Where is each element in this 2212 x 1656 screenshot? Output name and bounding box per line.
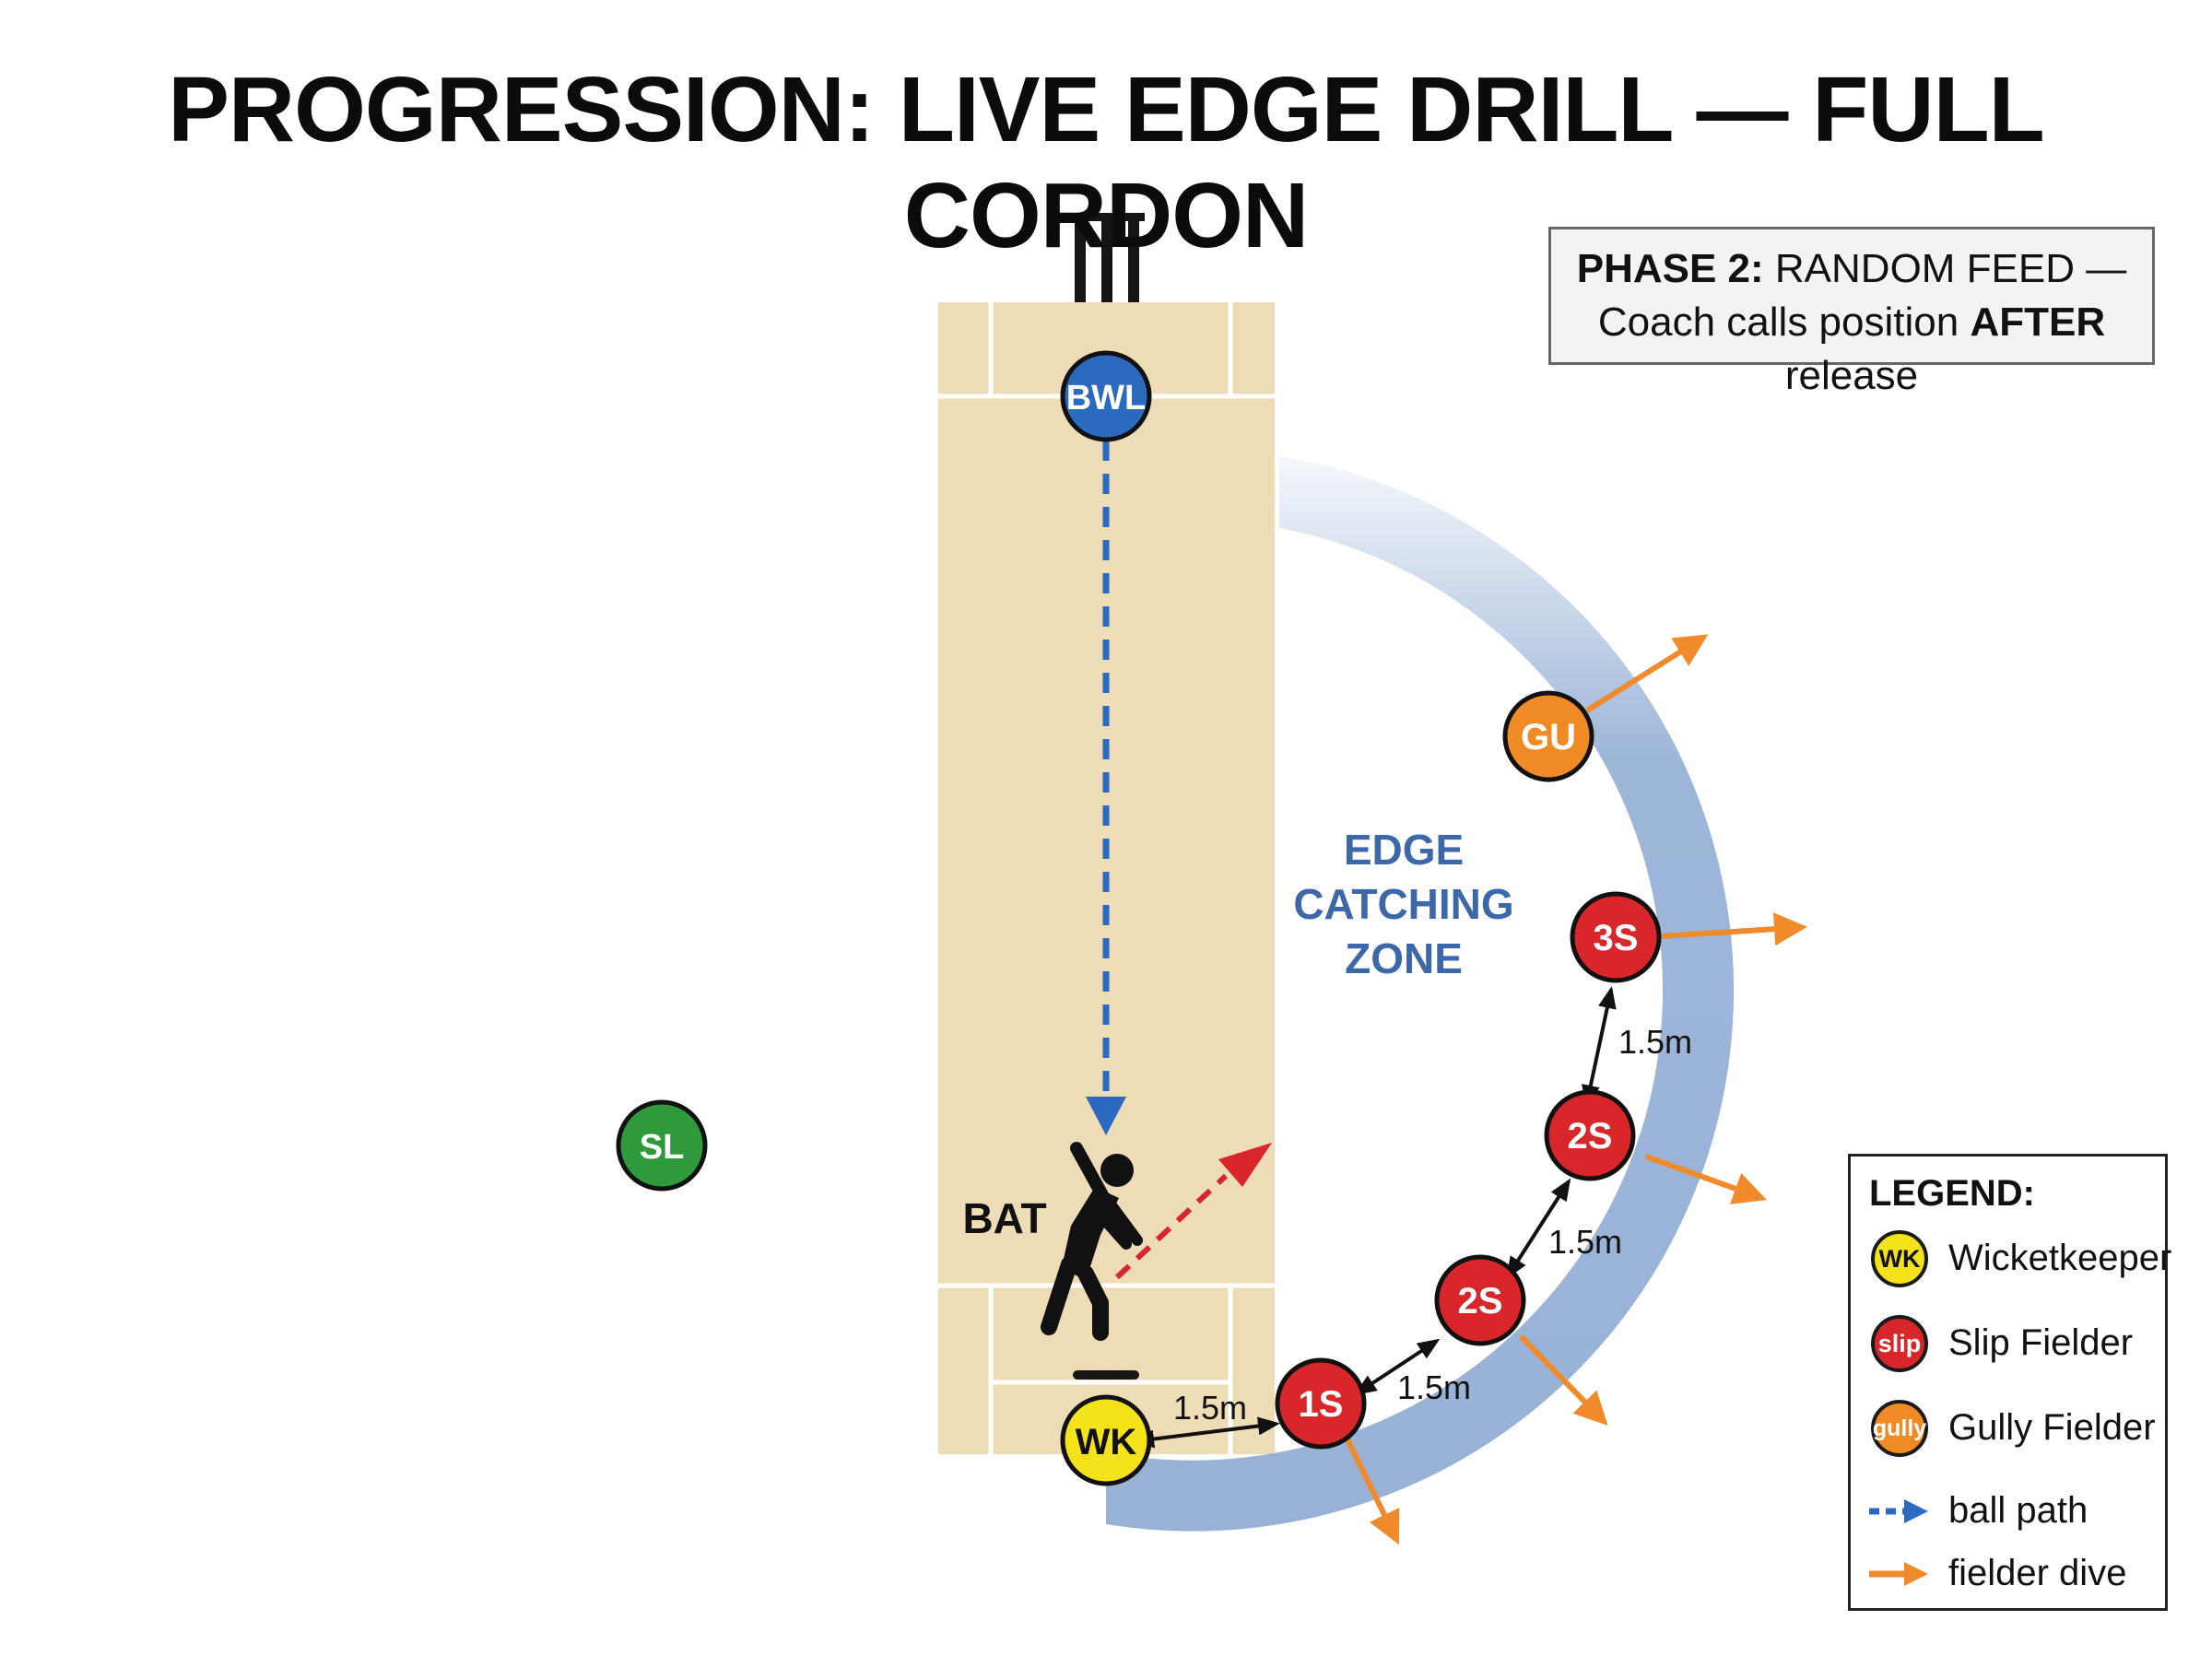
player-square-leg-label: SL xyxy=(640,1128,685,1167)
stumps-bowler-end xyxy=(1069,213,1145,302)
batter-label: BAT xyxy=(962,1194,1046,1242)
legend-gully-chip: gully xyxy=(1871,1400,1928,1457)
spacing-label-2s-2s: 1.5m xyxy=(1548,1223,1622,1261)
legend-gully-label: Gully Fielder xyxy=(1948,1407,2156,1448)
spacing-label-2s-3s: 1.5m xyxy=(1618,1023,1692,1061)
player-square-leg: SL xyxy=(616,1099,708,1192)
legend-wicketkeeper-chip: WK xyxy=(1871,1230,1928,1287)
player-third-slip: 3S xyxy=(1570,891,1662,983)
player-first-slip: 1S xyxy=(1275,1357,1367,1450)
fielder-dive-legend-icon xyxy=(1869,1562,1928,1586)
player-third-slip-label: 3S xyxy=(1594,918,1639,958)
edge-deflection-arrow xyxy=(1114,1173,1229,1280)
player-bowler: BWL xyxy=(1060,350,1152,442)
batter-figure xyxy=(1041,1142,1143,1341)
player-first-slip-label: 1S xyxy=(1299,1384,1344,1425)
phase-instruction-bold: AFTER xyxy=(1970,299,2106,345)
spacing-label-wk-1s: 1.5m xyxy=(1173,1389,1247,1427)
page-title: PROGRESSION: LIVE EDGE DRILL — FULL CORD… xyxy=(168,58,2045,267)
zone-label-line-2: CATCHING xyxy=(1293,880,1513,928)
player-wicketkeeper: WK xyxy=(1060,1394,1152,1486)
player-second-slip-low: 2S xyxy=(1434,1254,1526,1346)
third-slip-dive-arrow xyxy=(1661,912,1807,946)
spacing-arrow-1s-2s xyxy=(1354,1338,1441,1395)
player-gully-label: GU xyxy=(1521,717,1576,758)
player-second-slip-high-label: 2S xyxy=(1568,1116,1613,1157)
legend: LEGEND: WK Wicketkeeper slip Slip Fielde… xyxy=(1848,1154,2171,1611)
spacing-labels: 1.5m 1.5m 1.5m 1.5m xyxy=(1173,1023,1692,1427)
batter-end-creases xyxy=(938,1283,1275,1454)
legend-slip-label: Slip Fielder xyxy=(1948,1322,2134,1363)
legend-item-gully: gully Gully Fielder xyxy=(1867,1396,2162,1461)
legend-ball-path-label: ball path xyxy=(1948,1490,2088,1531)
legend-item-ball-path: ball path xyxy=(1867,1479,2162,1544)
ball-path-legend-icon xyxy=(1869,1499,1928,1523)
player-second-slip-low-label: 2S xyxy=(1458,1281,1503,1321)
legend-wicketkeeper-label: Wicketkeeper xyxy=(1948,1238,2172,1278)
player-second-slip-high: 2S xyxy=(1544,1089,1636,1181)
legend-fielder-dive-label: fielder dive xyxy=(1948,1553,2127,1593)
second-slip-high-dive-arrow xyxy=(1644,1154,1767,1204)
edge-deflection-arrowhead xyxy=(1218,1143,1272,1187)
spacing-arrow-wk-1s xyxy=(1132,1416,1280,1449)
phase-box-line-1: PHASE 2: RANDOM FEED — xyxy=(1551,242,2152,296)
phase-box: PHASE 2: RANDOM FEED — Coach calls posit… xyxy=(1548,227,2155,398)
player-wicketkeeper-label: WK xyxy=(1076,1422,1137,1462)
spacing-arrow-2s-2s xyxy=(1506,1178,1571,1279)
player-bowler-label: BWL xyxy=(1066,379,1147,417)
spacing-arrows xyxy=(1132,986,1617,1449)
zone-label: EDGE CATCHING ZONE xyxy=(1293,826,1513,982)
legend-item-fielder-dive: fielder dive xyxy=(1867,1542,2162,1606)
ball-path-arrowhead xyxy=(1086,1097,1126,1135)
legend-item-wicketkeeper: WK Wicketkeeper xyxy=(1867,1227,2171,1291)
phase-mode: RANDOM FEED — xyxy=(1774,246,2127,291)
phase-instruction-post: release xyxy=(1784,353,1919,398)
gully-dive-arrow xyxy=(1585,634,1709,713)
legend-slip-symbol: slip xyxy=(1867,1311,1932,1376)
legend-slip-chip: slip xyxy=(1871,1315,1928,1372)
edge-catching-zone xyxy=(1106,456,1735,1532)
legend-wicketkeeper-symbol: WK xyxy=(1867,1227,1932,1291)
legend-title: LEGEND: xyxy=(1869,1173,2035,1214)
phase-label: PHASE 2: xyxy=(1576,246,1764,291)
legend-item-slip: slip Slip Fielder xyxy=(1867,1311,2162,1376)
stumps-batter-end xyxy=(1073,1370,1139,1380)
phase-instruction-pre: Coach calls position xyxy=(1597,299,1959,345)
player-gully: GU xyxy=(1502,690,1594,782)
phase-box-line-2: Coach calls position AFTER release xyxy=(1551,296,2152,403)
spacing-arrow-2s-3s xyxy=(1582,986,1617,1108)
second-slip-low-dive-arrow xyxy=(1518,1333,1608,1426)
zone-label-line-3: ZONE xyxy=(1345,934,1463,982)
spacing-label-1s-2s: 1.5m xyxy=(1397,1368,1471,1406)
first-slip-dive-arrow xyxy=(1345,1438,1400,1545)
zone-label-line-1: EDGE xyxy=(1344,826,1464,874)
fielder-dive-arrows xyxy=(1345,634,1807,1545)
legend-gully-symbol: gully xyxy=(1867,1396,1932,1461)
